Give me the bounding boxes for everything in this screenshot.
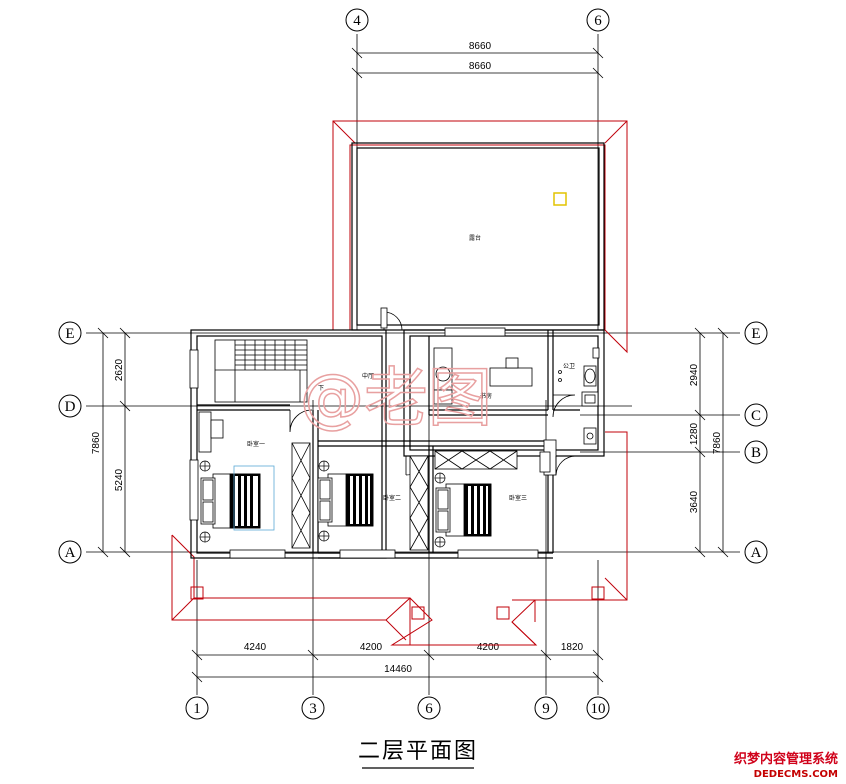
grid-label-right-b: B [751, 445, 761, 461]
dim-left-total: 7860 [91, 431, 102, 454]
wardrobes [291, 442, 551, 551]
dim-top-1: 8660 [469, 41, 492, 52]
grid-label-right-a: A [751, 545, 762, 561]
dim-bottom-4: 1820 [561, 642, 584, 653]
stair-down-label: 下 [318, 385, 324, 392]
grid-label-bottom-1: 1 [193, 701, 201, 717]
grid-label-top-4: 4 [353, 13, 361, 29]
drawing-title: 二层平面图 [358, 739, 478, 764]
dim-right-1: 2940 [689, 363, 700, 386]
dim-right-total: 7860 [712, 431, 723, 454]
dim-top-2: 8660 [469, 61, 492, 72]
terrace-drain-marker [553, 192, 567, 206]
room-label-terrace: 露台 [469, 234, 481, 242]
dim-left-1: 2620 [114, 358, 125, 381]
grid-bubbles [58, 8, 768, 720]
room-label-hall: 中厅 [362, 372, 374, 380]
room-label-bedroom2: 卧室二 [383, 494, 401, 502]
dim-bottom-1: 4240 [244, 642, 267, 653]
grid-label-bottom-3: 3 [309, 701, 317, 717]
dim-bottom-3: 4200 [477, 642, 500, 653]
site-watermark-line1: 织梦内容管理系统 [734, 751, 838, 767]
desk-bedroom1 [198, 411, 224, 453]
room-label-bedroom3: 卧室三 [509, 494, 527, 502]
dim-bottom-2: 4200 [360, 642, 383, 653]
staircase [214, 339, 308, 403]
author-watermark: @老图 [300, 362, 492, 436]
beds [200, 465, 492, 537]
grid-label-right-e: E [751, 326, 760, 342]
grid-label-left-d: D [65, 399, 76, 415]
bathroom-fixtures [558, 347, 600, 445]
dim-left-2: 5240 [114, 468, 125, 491]
grid-label-bottom-10: 10 [591, 701, 606, 717]
grid-label-bottom-9: 9 [542, 701, 550, 717]
grid-label-left-e: E [65, 326, 74, 342]
room-label-bedroom1: 卧室一 [247, 440, 265, 448]
grid-label-left-a: A [65, 545, 76, 561]
dimension-lines [97, 47, 729, 683]
study-furniture [433, 347, 533, 405]
grid-label-top-6: 6 [594, 13, 602, 29]
dim-right-2: 1280 [689, 422, 700, 445]
dim-right-3: 3640 [689, 490, 700, 513]
grid-label-bottom-6: 6 [425, 701, 433, 717]
nightstands [199, 460, 446, 548]
site-watermark-line2: DEDECMS.COM [754, 769, 838, 780]
dim-bottom-total: 14460 [384, 664, 412, 675]
grid-label-right-c: C [751, 408, 761, 424]
room-label-study: 书房 [480, 392, 492, 400]
room-label-bathroom: 公卫 [563, 363, 575, 370]
